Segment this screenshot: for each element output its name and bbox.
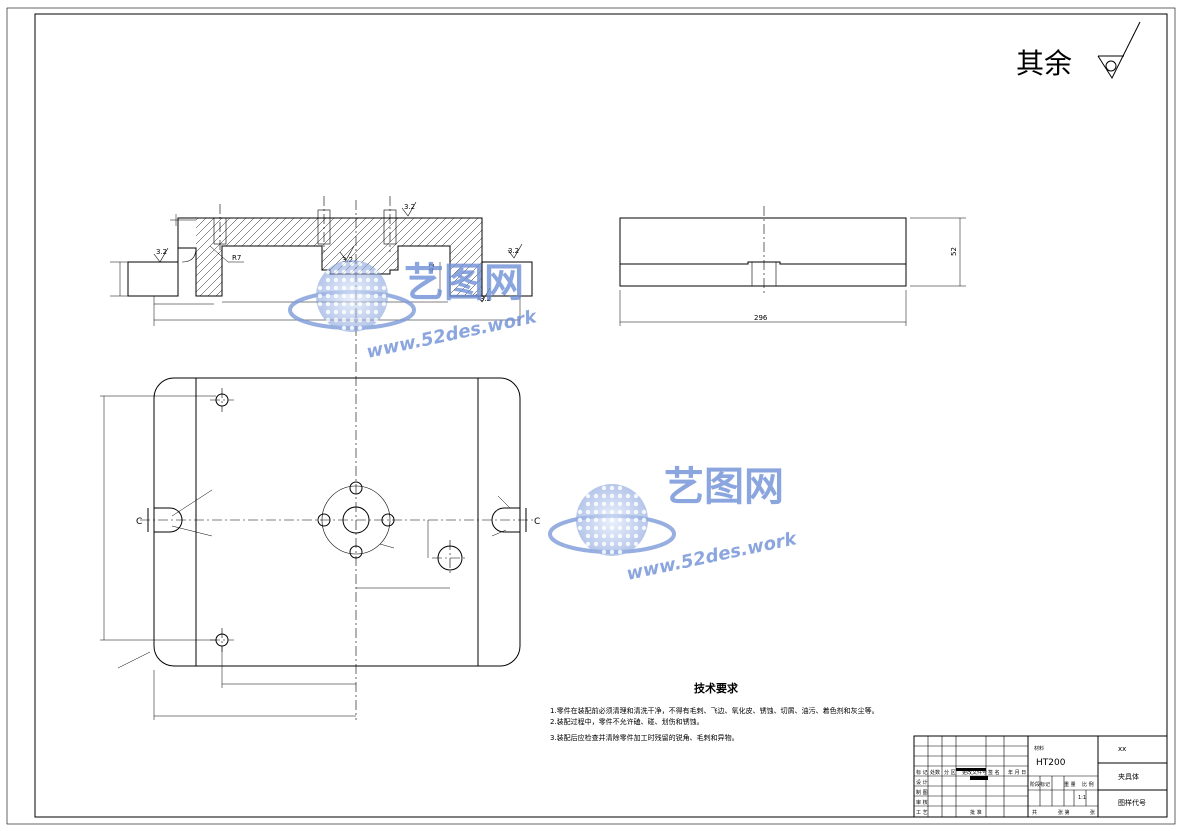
watermark-globe-icon: [288, 260, 416, 332]
note-2: 2.装配过程中，零件不允许磕、碰、划伤和锈蚀。: [550, 717, 704, 726]
row-check: 审 核: [916, 799, 928, 806]
material-value: HT200: [1036, 758, 1066, 768]
watermark-2: 艺图网 www.52des.work: [548, 464, 800, 585]
side-height-label: 52: [950, 247, 958, 256]
technical-requirements: 技术要求 1.零件在装配前必须清理和清洗干净，不得有毛刺、飞边、氧化皮、锈蚀、切…: [550, 681, 879, 742]
section-mark-right: C: [534, 517, 540, 527]
hatch-pattern: [196, 218, 482, 296]
stage-label: 阶段标记: [1030, 781, 1050, 788]
front-height-label: 42: [428, 263, 436, 272]
watermark-title: 艺图网: [664, 464, 784, 510]
part-name: 夹具体: [1118, 772, 1139, 781]
drawing-frame: [6, 7, 1176, 825]
scale-label: 比 例: [1082, 781, 1094, 788]
watermark-1: 艺图网 www.52des.work: [288, 260, 540, 363]
svg-text:3.2: 3.2: [508, 247, 519, 255]
scale-value: 1:1: [1078, 795, 1086, 801]
title-block: 材料 HT200 xx 夹具体 图样代号 阶段标记 重 量 比 例 1:1 共 …: [913, 735, 1168, 818]
row-mark: 标 记: [916, 769, 928, 776]
svg-text:3.2: 3.2: [404, 203, 415, 211]
drawing-name: xx: [1118, 745, 1126, 753]
note-3: 3.装配后应检查并清除零件加工时残留的锐角、毛刺和异物。: [550, 733, 739, 742]
col-count: 处数: [930, 769, 940, 776]
approve-label: 批 准: [970, 809, 982, 816]
section-mark-left: C: [136, 517, 142, 527]
col-date: 年 月 日: [1008, 769, 1026, 776]
roughness-mark-5: 3.2: [475, 287, 491, 303]
watermark-url: www.52des.work: [365, 306, 540, 363]
sheet-unit: 张: [1090, 809, 1095, 816]
svg-text:3.2: 3.2: [342, 256, 353, 264]
col-zone: 分 区: [944, 769, 956, 776]
roughness-general: 其余: [1016, 21, 1141, 80]
col-sign: 签 名: [988, 769, 1000, 776]
roughness-mark-3: 3.2: [401, 201, 417, 217]
roughness-mark-1: 3.2: [153, 247, 169, 263]
plan-view: C C: [100, 376, 540, 720]
col-doc: 更改文件号: [962, 769, 987, 776]
svg-text:3.2: 3.2: [480, 295, 491, 303]
drawing-number: 图样代号: [1118, 798, 1146, 807]
note-1: 1.零件在装配前必须清理和清洗干净，不得有毛刺、飞边、氧化皮、锈蚀、切屑、油污、…: [550, 706, 879, 715]
watermark-url: www.52des.work: [625, 528, 800, 585]
sheet-total: 共: [1032, 809, 1037, 816]
notes-title: 技术要求: [694, 681, 739, 695]
roughness-mark-4: 3.2: [507, 243, 523, 259]
sheet-no: 张 第: [1058, 809, 1070, 816]
side-view: 296 52: [619, 206, 966, 326]
roughness-label: 其余: [1016, 47, 1072, 80]
side-width-label: 296: [754, 314, 768, 322]
front-radius-label: R7: [232, 254, 241, 262]
watermark-globe-icon: [548, 484, 676, 556]
watermark-title: 艺图网: [404, 260, 524, 306]
svg-text:3.2: 3.2: [156, 248, 167, 256]
roughness-mark-2: 3.2: [339, 245, 355, 264]
row-draw: 制 图: [916, 789, 928, 796]
row-process: 工 艺: [916, 810, 928, 816]
weight-label: 重 量: [1064, 781, 1076, 788]
row-design: 设 计: [916, 779, 928, 786]
material-label: 材料: [1034, 745, 1044, 752]
